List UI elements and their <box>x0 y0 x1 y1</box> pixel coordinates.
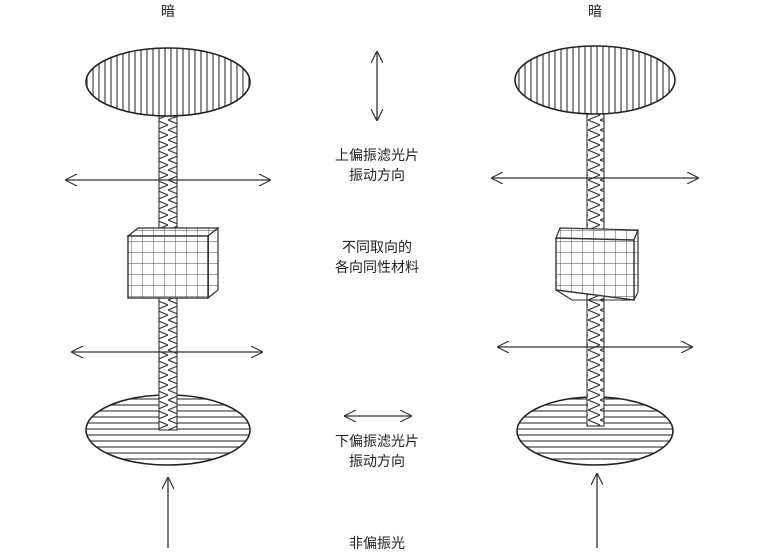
right-setup <box>492 45 698 548</box>
unpolarized-light-label: 非偏振光 <box>349 536 405 552</box>
upper-polarizer-left <box>85 47 251 117</box>
material-cube-left <box>126 226 220 300</box>
lower-polarizer-label-line2: 振动方向 <box>349 454 405 470</box>
top-label-left: 暗 <box>161 4 175 20</box>
lower-polarizer-label: 下偏振滤光片 振动方向 <box>317 432 437 472</box>
material-cube-right <box>555 227 639 301</box>
material-label: 不同取向的 各向同性材料 <box>317 238 437 278</box>
upper-polarizer-label: 上偏振滤光片 振动方向 <box>317 146 437 186</box>
upper-polarizer-label-line2: 振动方向 <box>349 168 405 184</box>
upper-polarizer-label-line1: 上偏振滤光片 <box>335 148 419 164</box>
material-label-line2: 各向同性材料 <box>335 260 419 276</box>
top-label-right: 暗 <box>588 4 602 20</box>
upper-polarizer-right <box>514 45 676 115</box>
lower-polarizer-label-line1: 下偏振滤光片 <box>335 434 419 450</box>
material-label-line1: 不同取向的 <box>342 240 412 256</box>
left-setup <box>66 47 270 548</box>
